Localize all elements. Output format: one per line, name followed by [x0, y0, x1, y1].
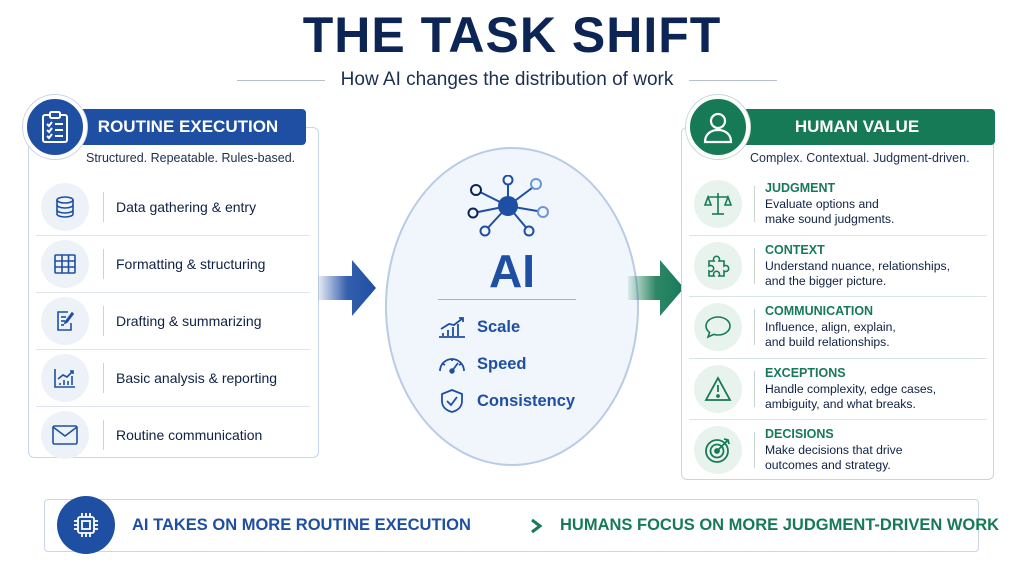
- divider: [754, 247, 755, 284]
- speech-bubble-icon: [694, 303, 742, 352]
- divider: [103, 420, 104, 450]
- subtitle-rule-left: [237, 79, 325, 81]
- divider: [103, 306, 104, 336]
- value-title: COMMUNICATION: [765, 304, 874, 319]
- value-desc-line: Influence, align, explain,: [765, 320, 896, 335]
- list-item: Formatting & structuring: [36, 235, 310, 292]
- target-icon: [694, 426, 742, 475]
- value-desc-line: Handle complexity, edge cases,: [765, 381, 937, 396]
- bar-chart-up-icon: [439, 317, 465, 338]
- list-item: Basic analysis & reporting: [36, 349, 310, 406]
- arrow-right-icon: [628, 260, 684, 316]
- scales-icon: [694, 179, 742, 228]
- subtitle-row: How AI changes the distribution of work: [237, 68, 777, 92]
- divider: [754, 370, 755, 407]
- list-item: COMMUNICATION Influence, align, explain,…: [689, 296, 987, 358]
- routine-execution-subheader: Structured. Repeatable. Rules-based.: [86, 151, 296, 165]
- subtitle-rule-right: [689, 79, 777, 81]
- shield-check-icon: [441, 389, 463, 413]
- task-label: Basic analysis & reporting: [116, 370, 278, 386]
- list-item: DECISIONS Make decisions that drive outc…: [689, 419, 987, 481]
- list-item: Data gathering & entry: [36, 178, 310, 235]
- task-label: Drafting & summarizing: [116, 313, 262, 329]
- task-label: Formatting & structuring: [116, 256, 266, 272]
- arrow-right-icon: [470, 518, 543, 534]
- summary-right-text: HUMANS FOCUS ON MORE JUDGMENT-DRIVEN WOR…: [560, 516, 1000, 534]
- list-item: Drafting & summarizing: [36, 292, 310, 349]
- routine-task-list: Data gathering & entry Formatting & stru…: [36, 178, 310, 463]
- task-label: Routine communication: [116, 427, 263, 443]
- chart-trend-icon: [41, 354, 89, 402]
- list-item: EXCEPTIONS Handle complexity, edge cases…: [689, 357, 987, 420]
- list-item: JUDGMENT Evaluate options and make sound…: [689, 173, 987, 235]
- ai-feature: Scale: [437, 315, 520, 339]
- value-desc-line: Make decisions that drive: [765, 443, 903, 458]
- value-desc-line: ambiguity, and what breaks.: [765, 396, 916, 411]
- speedometer-icon: [439, 358, 465, 374]
- ai-divider: [438, 299, 576, 300]
- divider: [103, 363, 104, 393]
- task-label: Data gathering & entry: [116, 198, 257, 215]
- value-desc-line: make sound judgments.: [765, 211, 895, 226]
- feature-label: Scale: [477, 317, 521, 336]
- divider: [103, 191, 104, 222]
- divider: [754, 185, 755, 222]
- value-title: DECISIONS: [765, 427, 834, 442]
- value-title: CONTEXT: [765, 242, 825, 257]
- ai-label: AI: [489, 245, 535, 297]
- summary-left-text: AI TAKES ON MORE ROUTINE EXECUTION: [132, 516, 471, 534]
- value-desc-line: Understand nuance, relationships,: [765, 258, 950, 273]
- routine-execution-header: ROUTINE EXECUTION: [70, 109, 306, 145]
- divider: [754, 432, 755, 469]
- ai-feature: Consistency: [437, 388, 575, 414]
- list-item: Routine communication: [36, 406, 310, 463]
- value-title: JUDGMENT: [765, 180, 836, 195]
- puzzle-icon: [694, 241, 742, 290]
- divider: [754, 309, 755, 346]
- page-title: THE TASK SHIFT: [302, 7, 722, 63]
- value-desc-line: and the bigger picture.: [765, 273, 887, 288]
- value-desc-line: Evaluate options and: [765, 196, 879, 211]
- clipboard-checklist-icon: [23, 95, 87, 159]
- page-subtitle: How AI changes the distribution of work: [340, 69, 674, 90]
- human-value-header: HUMAN VALUE: [719, 109, 995, 145]
- arrow-right-icon: [318, 260, 376, 316]
- value-desc-line: outcomes and strategy.: [765, 458, 891, 473]
- human-value-list: JUDGMENT Evaluate options and make sound…: [689, 173, 987, 481]
- person-icon: [686, 95, 750, 159]
- envelope-icon: [41, 411, 89, 459]
- feature-label: Consistency: [477, 391, 576, 410]
- ai-feature: Speed: [437, 352, 527, 376]
- warning-icon: [694, 364, 742, 413]
- network-nodes-icon: [467, 175, 549, 237]
- value-title: EXCEPTIONS: [765, 365, 846, 380]
- value-desc-line: and build relationships.: [765, 335, 890, 350]
- list-item: CONTEXT Understand nuance, relationships…: [689, 234, 987, 297]
- database-icon: [41, 182, 89, 231]
- divider: [103, 249, 104, 279]
- feature-label: Speed: [477, 354, 527, 373]
- human-value-subheader: Complex. Contextual. Judgment-driven.: [750, 151, 970, 165]
- document-pen-icon: [41, 297, 89, 345]
- cpu-chip-icon: [57, 496, 115, 554]
- table-grid-icon: [41, 240, 89, 288]
